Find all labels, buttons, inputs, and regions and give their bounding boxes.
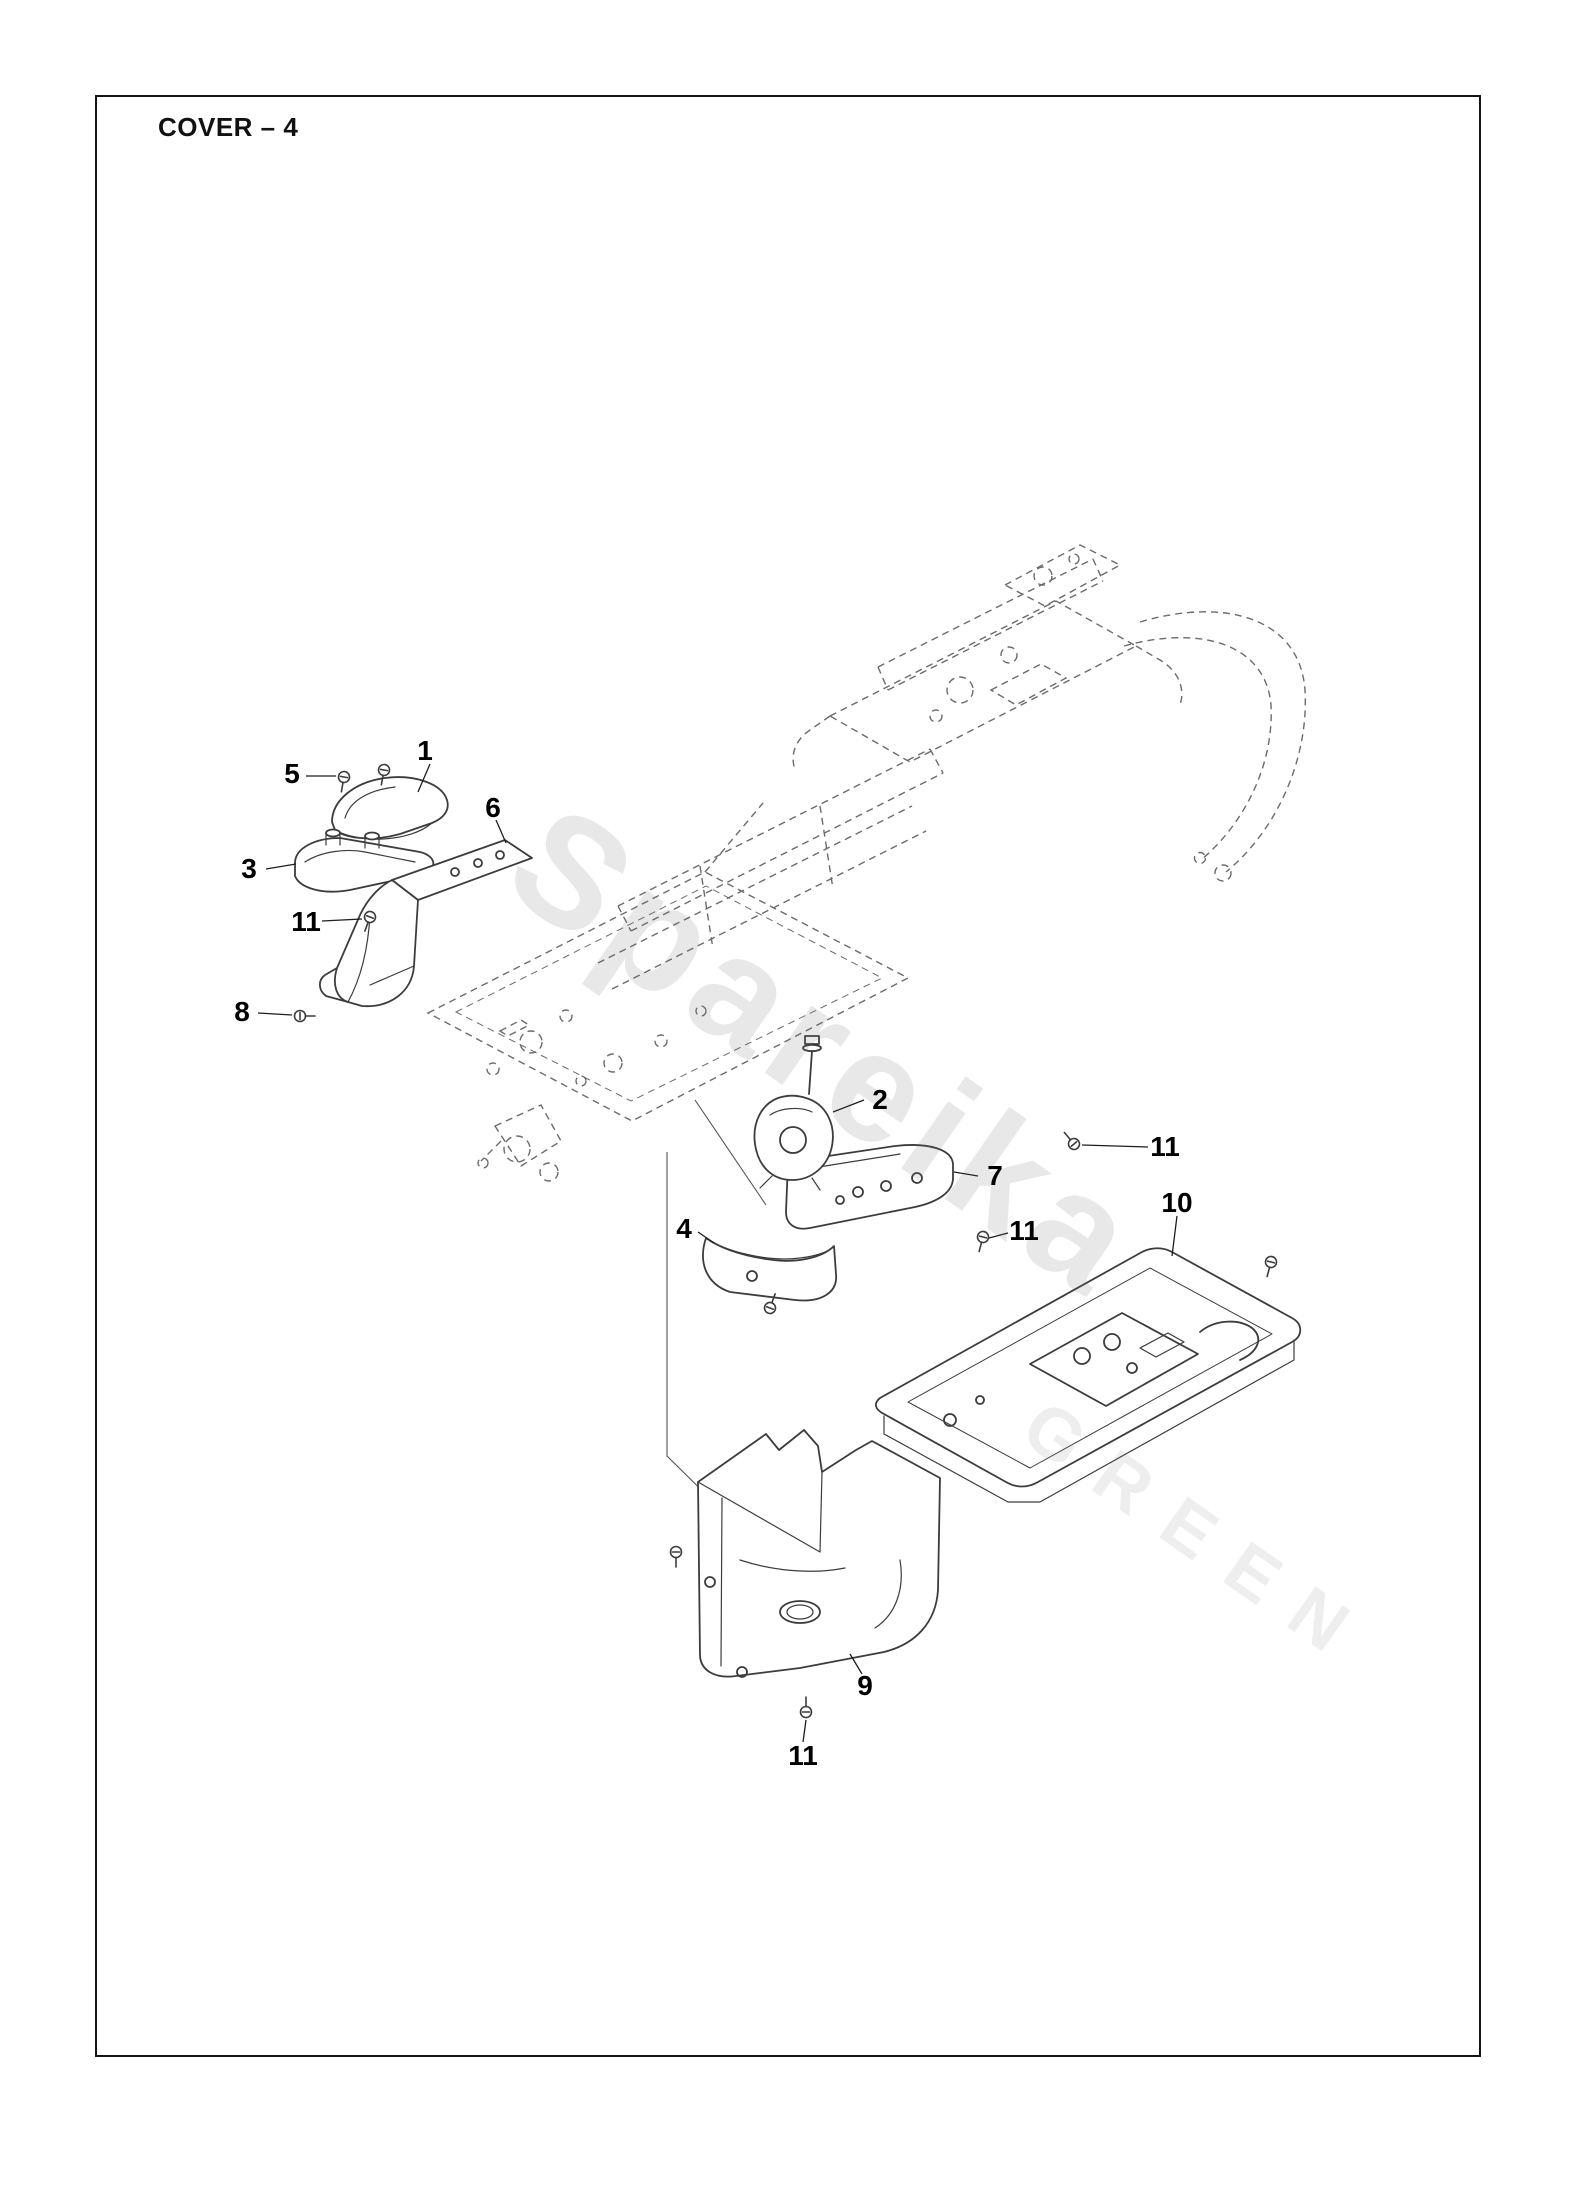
part-callout-3: 3 xyxy=(241,853,257,884)
part-callout-7: 7 xyxy=(987,1160,1003,1191)
part-callout-11: 11 xyxy=(1150,1131,1180,1162)
part-2-bracket xyxy=(753,1035,834,1191)
page-title: COVER – 4 xyxy=(158,112,299,142)
part-1-cover xyxy=(331,776,449,840)
part-callout-11: 11 xyxy=(291,906,321,937)
part-callout-11: 11 xyxy=(1009,1215,1039,1246)
part-callout-4: 4 xyxy=(676,1213,692,1244)
page-border xyxy=(95,95,1481,2057)
part-9-tunnel-cover xyxy=(697,1429,941,1678)
screw-10 xyxy=(1261,1254,1279,1279)
screw-11b xyxy=(1059,1128,1083,1153)
callout-leader-lines xyxy=(257,763,1178,1743)
part-7-cover xyxy=(785,1144,954,1230)
part-callout-5: 5 xyxy=(284,758,300,789)
part-callout-2: 2 xyxy=(872,1084,888,1115)
part-10-floor-pan xyxy=(875,1247,1302,1503)
part-callout-1: 1 xyxy=(417,735,433,766)
part-callout-8: 8 xyxy=(234,996,250,1027)
cover-parts-solid xyxy=(294,776,1302,1678)
chassis-frame-dashed xyxy=(426,544,1307,1182)
screw-5a xyxy=(335,769,352,794)
part-6-shield xyxy=(318,839,533,1007)
screw-8 xyxy=(293,1009,316,1023)
part-callout-10: 10 xyxy=(1161,1187,1193,1218)
screw-11d xyxy=(799,1696,813,1719)
part-callout-6: 6 xyxy=(485,792,501,823)
screw-9a xyxy=(669,1545,683,1568)
part-callout-9: 9 xyxy=(857,1670,873,1701)
part-callout-11: 11 xyxy=(788,1740,818,1771)
screw-11c xyxy=(973,1229,991,1254)
part-4-cover xyxy=(702,1237,837,1302)
